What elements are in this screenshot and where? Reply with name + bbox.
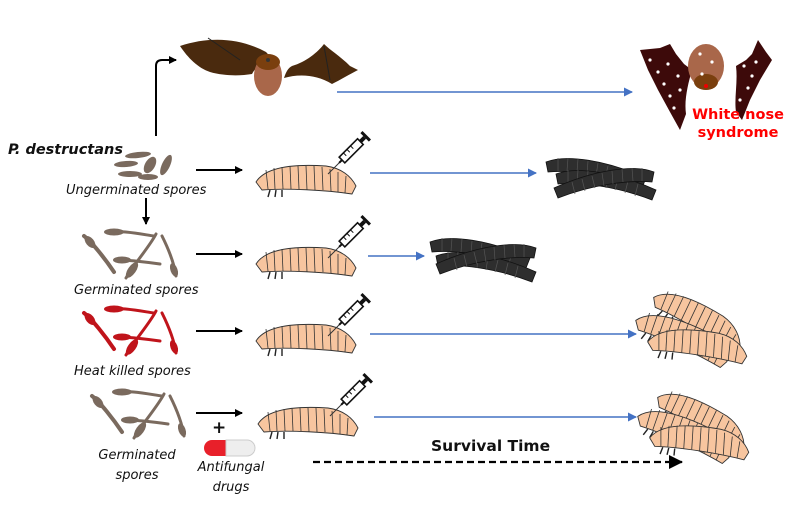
pill-icon [204,439,256,457]
ungerminated-spores-icon [114,151,172,180]
infected-bat-icon [640,40,772,130]
pathogen-label: P. destructans [8,142,123,158]
germinated-spores-icon [80,226,182,282]
antifungal-line2: drugs [212,480,250,495]
heat-killed-spores-label: Heat killed spores [74,364,191,379]
bat-icon [180,37,358,96]
larva-row2 [255,214,372,280]
larva-row3 [255,292,372,357]
live-larvae-row4 [631,382,755,469]
antifungal-line1: Antifungal [197,460,265,475]
ungerminated-spores-label: Ungerminated spores [66,183,207,198]
live-larvae-row3 [629,282,751,373]
white-nose-syndrome-label: White nose syndrome [688,106,788,142]
antifungal-drugs-label: Antifungal drugs [186,458,276,498]
larva-row4 [257,372,374,440]
plus-sign: + [212,418,227,438]
germinated-line1: Germinated [98,448,176,463]
larva-row1 [255,130,372,198]
wns-line2: syndrome [697,125,779,141]
arrow-to-bat [155,56,177,136]
germinated-spores-drug-icon [88,386,190,442]
germinated-spores-label: Germinated spores [74,283,199,298]
germinated-line2: spores [115,468,159,483]
dead-larvae-row1 [545,157,657,201]
dead-larvae-row2 [429,237,537,283]
survival-time-label: Survival Time [431,437,551,455]
heat-killed-spores-icon [80,303,182,359]
germinated-spores-drug-label: Germinated spores [92,446,182,486]
wns-line1: White nose [692,107,784,123]
